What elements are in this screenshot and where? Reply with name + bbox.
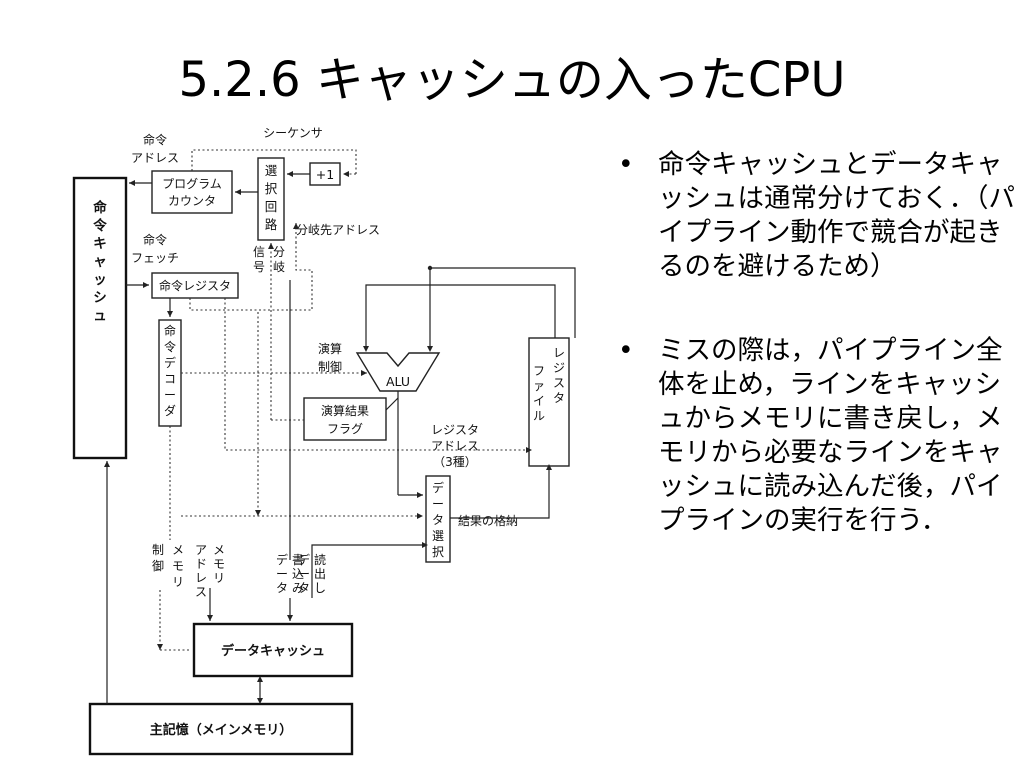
data-cache-label: データキャッシュ <box>221 643 325 659</box>
alu-flags-box <box>303 397 387 441</box>
branch-word-label: 分岐 <box>273 245 285 274</box>
selector-circuit-box <box>257 157 285 241</box>
alu-control-label: 演算制御 <box>318 341 342 374</box>
alu-shape <box>355 352 441 392</box>
instruction-register-box <box>151 272 239 299</box>
alu-flags-label: 演算結果フラグ <box>321 403 369 436</box>
sequencer-label: シーケンサ <box>263 126 323 140</box>
instruction-cache-box <box>72 176 128 460</box>
instruction-cache-label: 命令キャッシュ <box>92 199 107 324</box>
branch-signal-label: 信号 <box>253 245 265 274</box>
bullet-text: 命令キャッシュとデータキャッシュは通常分けておく．（パイプライン動作で競合が起き… <box>658 149 1015 282</box>
data-cache-box <box>192 622 354 678</box>
read-data-col2: 読出し <box>314 552 326 595</box>
memory-address-col1: アドレス <box>195 543 207 599</box>
program-counter-label: プログラムカウンタ <box>162 177 222 208</box>
write-data-col1: データ <box>276 552 288 595</box>
register-file-box <box>528 337 570 467</box>
connection-lines <box>104 149 576 704</box>
bullet-dot: • <box>618 149 634 180</box>
alu-label: ALU <box>386 374 410 389</box>
cpu-cache-diagram: 命令キャッシュ 命令アドレス シーケンサ プログラムカウンタ 選択回路 +1 分… <box>72 126 576 756</box>
bullet-list: • 命令キャッシュとデータキャッシュは通常分けておく．（パイプライン動作で競合が… <box>618 148 1018 588</box>
plus-one-label: +1 <box>316 167 334 182</box>
memory-word-label: メモリ <box>172 543 184 589</box>
bullet-item: • 命令キャッシュとデータキャッシュは通常分けておく．（パイプライン動作で競合が… <box>618 148 1018 284</box>
memory-control-label: 制御 <box>152 543 164 573</box>
memory-address-col2: メモリ <box>213 543 225 585</box>
write-data-col2: 書込み <box>292 553 304 595</box>
data-select-box <box>425 475 451 563</box>
program-counter-box <box>151 170 233 214</box>
read-data-col1: データ <box>298 552 310 595</box>
instruction-fetch-label: 命令フェッチ <box>131 232 179 265</box>
bullet-dot: • <box>618 335 634 366</box>
instruction-decoder-label: 命令デコーダ <box>164 323 176 418</box>
branch-target-address-label: 分岐先アドレス <box>296 223 380 237</box>
data-select-label: データ選択 <box>432 480 444 559</box>
bullet-item: • ミスの際は，パイプライン全体を止め，ラインをキャッシュからメモリに書き戻し，… <box>618 334 1018 538</box>
register-file-label-file: ファイル <box>533 364 545 423</box>
bullet-text: ミスの際は，パイプライン全体を止め，ラインをキャッシュからメモリに書き戻し，メモ… <box>658 335 1003 536</box>
selector-circuit-label: 選択回路 <box>265 163 278 232</box>
register-address-label: レジスタアドレス（3種） <box>431 423 479 469</box>
main-memory-label: 主記憶（メインメモリ） <box>150 722 293 738</box>
instruction-register-label: 命令レジスタ <box>159 278 231 293</box>
result-store-label: 結果の格納 <box>458 513 518 528</box>
instruction-address-label: 命令アドレス <box>131 132 179 165</box>
register-file-label-register: レジスタ <box>553 346 565 405</box>
main-memory-box <box>88 702 354 756</box>
slide-title: 5.2.6 キャッシュの入ったCPU <box>178 52 846 108</box>
